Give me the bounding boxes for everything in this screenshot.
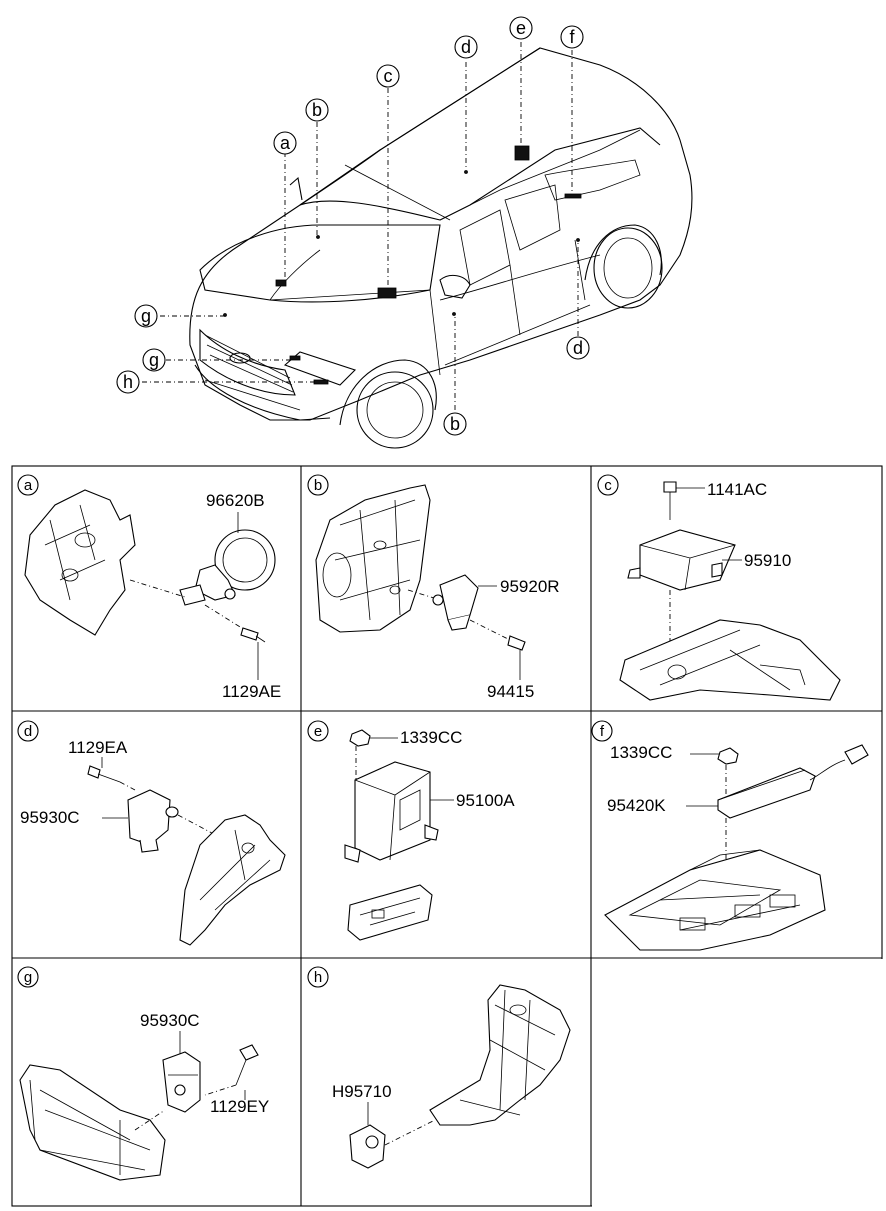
svg-text:b: b (450, 414, 460, 434)
overview-callout-e[interactable]: e (509, 16, 533, 40)
overview-callout-g-upper[interactable]: g (134, 304, 158, 328)
sensor-95420k (717, 744, 869, 819)
horn-96620b (179, 529, 276, 606)
sensor-95920r (432, 574, 479, 631)
svg-text:c: c (384, 66, 393, 86)
cell-a: a 96620B 1129AE (17, 474, 281, 701)
svg-text:h: h (314, 969, 322, 986)
svg-text:95100A: 95100A (456, 791, 515, 810)
cell-d: d 1129EA 95930C (17, 720, 286, 946)
svg-text:1141AC: 1141AC (707, 480, 767, 499)
overview-callout-b[interactable]: b (305, 98, 329, 122)
svg-text:1129EA: 1129EA (68, 738, 128, 757)
cell-c: c 1141AC 95910 (597, 474, 841, 701)
overview-callout-d[interactable]: d (454, 35, 478, 59)
svg-text:1129EY: 1129EY (210, 1097, 269, 1116)
overview-callout-d-lower[interactable]: d (566, 336, 590, 360)
overview-callouts: a b c d e f g g (116, 16, 590, 436)
svg-text:e: e (314, 723, 322, 740)
cell-e: e 1339CC 95100A (307, 720, 515, 941)
svg-text:d: d (24, 723, 32, 740)
svg-text:95420K: 95420K (607, 796, 666, 815)
svg-text:H95710: H95710 (332, 1082, 392, 1101)
svg-text:95910: 95910 (744, 551, 791, 570)
svg-text:94415: 94415 (487, 682, 534, 701)
svg-text:a: a (24, 477, 33, 494)
svg-text:b: b (312, 100, 322, 120)
cell-b: b 95920R 94415 (307, 474, 560, 701)
svg-text:1339CC: 1339CC (400, 728, 462, 747)
svg-text:g: g (24, 969, 32, 986)
svg-text:1129AE: 1129AE (222, 682, 281, 701)
svg-text:h: h (123, 372, 133, 392)
svg-text:g: g (149, 350, 159, 370)
svg-text:b: b (314, 477, 322, 494)
module-95100a (344, 761, 439, 863)
svg-text:e: e (516, 18, 526, 38)
svg-text:g: g (141, 306, 151, 326)
sensor-95930c-g (162, 1051, 201, 1113)
svg-text:d: d (461, 37, 471, 57)
svg-text:c: c (604, 477, 612, 494)
sensor-h95710 (349, 1124, 386, 1169)
svg-text:96620B: 96620B (206, 491, 265, 510)
cell-f: f 1339CC 95420K (591, 720, 869, 951)
overview-callout-f[interactable]: f (560, 25, 584, 49)
svg-text:1339CC: 1339CC (610, 743, 672, 762)
overview-callout-h[interactable]: h (116, 370, 140, 394)
cell-h: h H95710 (307, 966, 571, 1169)
overview-callout-a[interactable]: a (273, 131, 297, 155)
control-unit-95910 (627, 529, 736, 591)
svg-text:95920R: 95920R (500, 577, 560, 596)
svg-text:d: d (573, 338, 583, 358)
svg-text:95930C: 95930C (20, 808, 80, 827)
vehicle-overview (189, 47, 693, 449)
overview-callout-c[interactable]: c (376, 64, 400, 88)
sensor-95930c-d (127, 789, 179, 853)
svg-text:f: f (569, 27, 575, 47)
svg-text:f: f (600, 723, 605, 740)
detail-grid (11, 465, 884, 1209)
svg-text:a: a (280, 133, 291, 153)
overview-callout-g-lower[interactable]: g (142, 348, 166, 372)
svg-text:95930C: 95930C (140, 1011, 200, 1030)
cell-g: g 95930C 1129EY (17, 966, 269, 1181)
overview-callout-b-lower[interactable]: b (443, 412, 467, 436)
